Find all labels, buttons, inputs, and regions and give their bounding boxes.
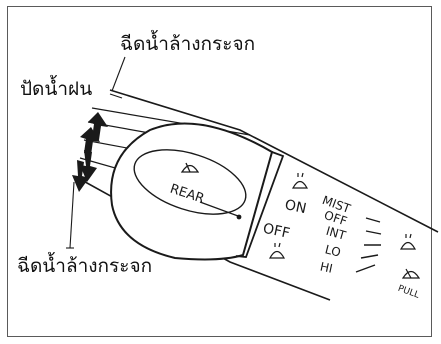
rear-pointer-line <box>199 201 239 217</box>
off2-label: OFF <box>322 208 349 229</box>
leader-lines <box>66 56 126 249</box>
off-label: OFF <box>261 221 291 242</box>
lever-knob <box>110 122 274 261</box>
hi-label: HI <box>319 259 334 275</box>
lo-label: LO <box>324 242 343 259</box>
front-washer-icon <box>399 233 417 250</box>
washer-top-label: ฉีดน้ำล้างกระจก <box>120 33 256 55</box>
speed-tick-marks <box>355 217 382 273</box>
washer-on-icon <box>291 172 309 189</box>
double-arrow-up-icon <box>80 112 108 155</box>
washer-off-icon <box>268 242 286 259</box>
rear-wiper-icon <box>180 162 200 173</box>
lever-collar <box>235 151 285 258</box>
washer-bottom-label: ฉีดน้ำล้างกระจก <box>17 255 153 277</box>
pull-label: PULL <box>396 284 420 301</box>
front-wiper-icon <box>401 268 421 279</box>
rear-pointer-dot <box>236 214 242 220</box>
wiper-label: ปัดน้ำฝน <box>20 78 93 100</box>
int-label: INT <box>324 224 348 243</box>
on-label: ON <box>283 197 307 217</box>
rear-switch-ellipse[interactable] <box>126 137 254 226</box>
double-arrow-down-icon <box>72 150 97 192</box>
